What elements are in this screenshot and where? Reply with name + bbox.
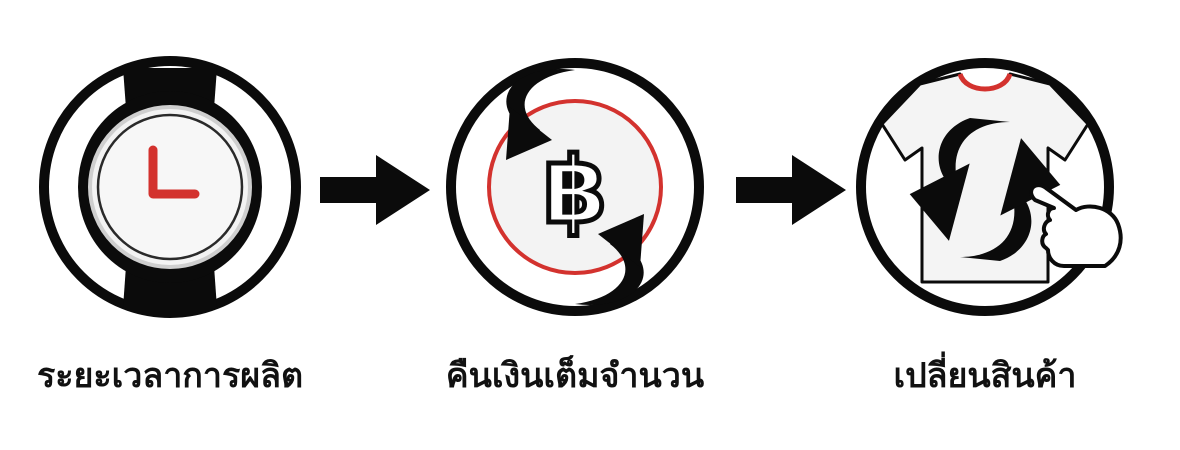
step-product-exchange: เปลี่ยนสินค้า — [850, 52, 1123, 396]
watch-clock-icon — [39, 56, 301, 318]
step-full-refund: ฿ คืนเงินเต็มจำนวน — [440, 52, 710, 396]
baht-symbol: ฿ — [543, 137, 607, 244]
step-label-product-exchange: เปลี่ยนสินค้า — [893, 356, 1077, 396]
step-label-full-refund: คืนเงินเต็มจำนวน — [445, 356, 705, 396]
step-label-production-time: ระยะเวลาการผลิต — [36, 356, 304, 396]
baht-refund-icon: ฿ — [446, 58, 704, 316]
step-production-time: ระยะเวลาการผลิต — [35, 52, 305, 396]
arrow-right-icon — [736, 155, 846, 225]
shirt-exchange-icon — [856, 58, 1123, 316]
arrow-right-icon — [320, 155, 430, 225]
